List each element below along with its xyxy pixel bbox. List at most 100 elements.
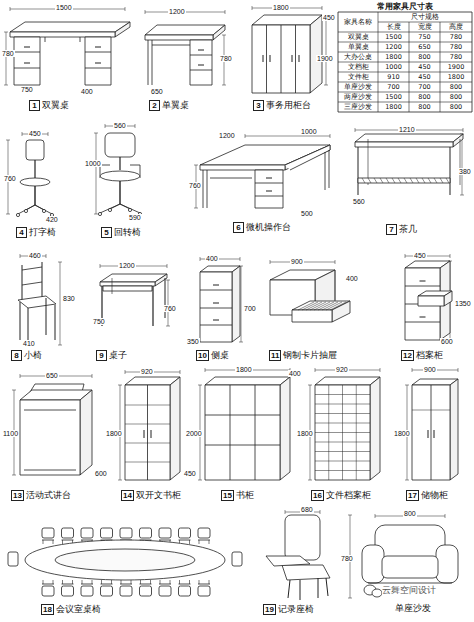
callout-number: 9	[96, 350, 107, 361]
furniture-line	[105, 133, 135, 157]
furniture-line	[418, 296, 444, 306]
furniture-line	[322, 6, 323, 10]
furniture-line	[48, 132, 49, 136]
furniture-line	[108, 208, 111, 211]
furniture-line	[460, 139, 461, 185]
furniture-line	[190, 40, 212, 85]
furniture-line	[151, 430, 152, 438]
dimension: 760	[3, 175, 17, 182]
furniture-line	[462, 134, 463, 195]
furniture-line	[255, 183, 283, 184]
furniture-line	[140, 586, 152, 596]
furniture-line	[338, 42, 472, 43]
furniture-line	[460, 195, 464, 196]
furniture-line	[105, 124, 106, 128]
furniture-line	[252, 6, 253, 10]
table-cell: 450	[409, 72, 440, 82]
table-cell: 750	[409, 32, 440, 42]
furniture-line	[42, 586, 54, 596]
furniture-line	[85, 68, 111, 69]
furniture-line	[22, 282, 42, 285]
table-cell: 800	[440, 102, 472, 112]
dimension: 1210	[398, 126, 416, 133]
furniture-line	[95, 63, 101, 64]
furniture-line	[315, 385, 370, 480]
furniture-line	[198, 540, 210, 541]
furniture-line	[232, 266, 240, 342]
furniture-line	[179, 528, 191, 538]
dimension: 380	[458, 168, 472, 175]
furniture-name: 单翼桌	[162, 100, 189, 111]
furniture-line	[145, 35, 213, 40]
furniture-line	[282, 565, 330, 580]
furniture-line	[194, 208, 198, 209]
furniture-line	[100, 264, 101, 268]
furniture-line	[92, 580, 93, 584]
dimension: 650	[45, 372, 59, 379]
furniture-line	[101, 586, 113, 596]
furniture-line	[302, 302, 318, 310]
furniture-line	[80, 37, 81, 42]
table-cell: 800	[440, 82, 472, 92]
furniture-line	[198, 584, 210, 585]
furniture-line	[222, 35, 226, 36]
callout-number: 15	[221, 490, 234, 501]
furniture-line	[179, 586, 191, 596]
furniture-line	[43, 580, 44, 584]
furniture-line	[285, 515, 320, 560]
furniture-line	[210, 178, 252, 179]
furniture-line	[159, 586, 171, 596]
furniture-line	[292, 310, 332, 322]
furniture-line	[288, 580, 290, 598]
furniture-line	[245, 136, 330, 137]
furniture-line	[205, 415, 280, 416]
table-cell: 文档柜	[338, 62, 378, 72]
furniture-line	[18, 205, 35, 214]
furniture-line	[35, 205, 52, 214]
furniture-line	[326, 578, 328, 596]
furniture-line	[101, 528, 113, 538]
furniture-line	[62, 580, 63, 584]
table-cell: 700	[378, 82, 409, 92]
furniture-line	[150, 580, 151, 584]
dimension: 750	[92, 318, 106, 325]
furniture-line	[405, 480, 409, 481]
furniture-line	[42, 209, 45, 212]
furniture-line	[125, 405, 170, 406]
table-cell: 宽度	[409, 22, 440, 32]
furniture-line	[24, 470, 76, 471]
furniture-line	[338, 72, 472, 73]
dimension: 780	[340, 555, 354, 562]
furniture-line	[103, 286, 152, 291]
furniture-line	[240, 257, 241, 261]
dimension: 680	[300, 506, 314, 513]
furniture-line	[120, 204, 140, 213]
table-cell: 1200	[378, 42, 409, 52]
figure-caption: 6微机操作台	[232, 222, 292, 233]
furniture-line	[120, 584, 132, 585]
furniture-line	[81, 540, 93, 541]
furniture-line	[98, 212, 101, 215]
table-cell: 1000	[378, 62, 409, 72]
furniture-line	[308, 480, 312, 481]
furniture-line	[380, 368, 381, 372]
furniture-line	[434, 178, 437, 183]
table-cell: 780	[440, 32, 472, 42]
callout-number: 3	[253, 100, 264, 111]
furniture-line	[152, 40, 153, 85]
table-cell: 单座沙发	[338, 82, 378, 92]
dimension: 350	[186, 338, 200, 345]
furniture-line	[295, 25, 296, 93]
furniture-line	[285, 145, 330, 170]
furniture-line	[16, 213, 19, 216]
furniture-line	[315, 432, 370, 433]
furniture-line	[315, 461, 370, 462]
furniture-line	[110, 204, 120, 209]
dimension: 560	[352, 198, 366, 205]
furniture-line	[4, 32, 8, 33]
furniture-line	[332, 301, 350, 322]
figure-caption: 16文件档案柜	[310, 490, 372, 501]
furniture-name: 书柜	[236, 490, 254, 501]
furniture-line	[100, 204, 120, 213]
